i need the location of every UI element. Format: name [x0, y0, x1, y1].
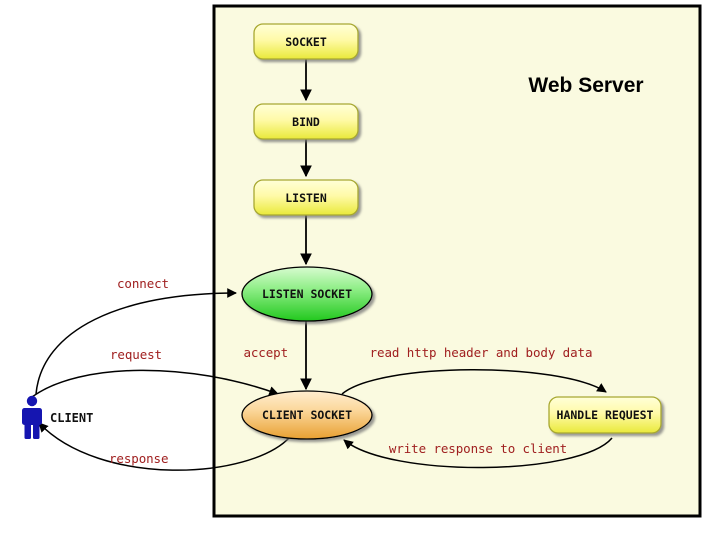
- person-icon-leg-right: [33, 423, 40, 439]
- node-bind[interactable]: BIND: [253, 103, 359, 140]
- node-socket[interactable]: SOCKET: [253, 23, 359, 60]
- node-handle-request[interactable]: HANDLE REQUEST: [548, 396, 662, 434]
- edge-request-line: [31, 369, 279, 398]
- node-bind-shape[interactable]: [253, 103, 359, 140]
- edge-connect: connect: [35, 276, 237, 395]
- node-socket-label: SOCKET: [285, 35, 327, 49]
- node-client-socket-shape[interactable]: [241, 390, 373, 440]
- edge-request-label: request: [110, 347, 162, 362]
- edge-connect-label: connect: [117, 276, 169, 291]
- client-actor[interactable]: CLIENT: [22, 395, 93, 439]
- node-listen-socket-shape[interactable]: [241, 266, 373, 322]
- person-icon: [22, 395, 42, 439]
- person-icon-head: [26, 395, 38, 407]
- edge-connect-line: [35, 288, 237, 395]
- edge-response-label: response: [109, 451, 168, 466]
- edge-read-request-line: [341, 369, 607, 395]
- node-handle-request-shape[interactable]: [548, 396, 662, 434]
- web-server-title: Web Server: [528, 74, 643, 97]
- node-client-socket[interactable]: CLIENT SOCKET: [241, 390, 373, 440]
- edge-request: request: [31, 347, 279, 398]
- node-listen-label: LISTEN: [285, 191, 327, 205]
- person-icon-torso: [22, 408, 42, 425]
- node-listen-shape[interactable]: [253, 179, 359, 216]
- edge-write-response: write response to client: [343, 437, 613, 469]
- edge-read-request-label: read http header and body data: [370, 345, 593, 360]
- edge-write-response-label: write response to client: [389, 441, 567, 456]
- node-bind-label: BIND: [292, 115, 320, 129]
- edge-response: response: [38, 422, 291, 471]
- edge-accept-label: accept: [243, 345, 288, 360]
- node-listen-socket[interactable]: LISTEN SOCKET: [241, 266, 373, 322]
- node-listen-socket-label: LISTEN SOCKET: [262, 287, 352, 301]
- node-handle-request-label: HANDLE REQUEST: [557, 408, 654, 422]
- edge-accept: accept: [243, 321, 312, 391]
- node-client-socket-label: CLIENT SOCKET: [262, 408, 352, 422]
- node-listen[interactable]: LISTEN: [253, 179, 359, 216]
- person-icon-leg-left: [24, 423, 31, 439]
- client-actor-label: CLIENT: [50, 411, 93, 425]
- edge-read-request: read http header and body data: [341, 345, 607, 395]
- edge-write-response-line: [343, 437, 613, 469]
- edge-response-line: [38, 422, 291, 471]
- node-socket-shape[interactable]: [253, 23, 359, 60]
